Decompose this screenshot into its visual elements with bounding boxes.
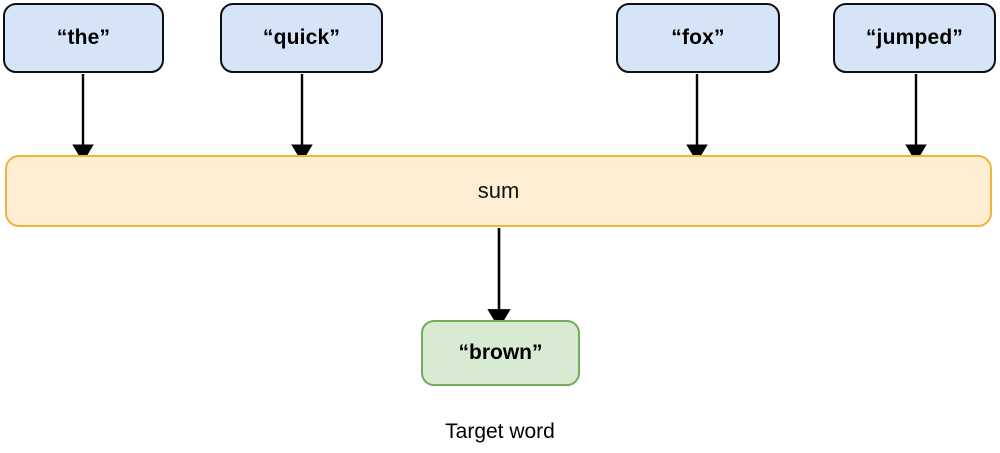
context-word-label: “jumped” [865,26,964,49]
context-word-box-fox[interactable]: “fox” [616,3,780,73]
context-word-box-the[interactable]: “the” [3,3,164,73]
target-word-box[interactable]: “brown” [421,320,580,386]
context-word-label: “the” [56,26,111,49]
context-word-box-quick[interactable]: “quick” [220,3,383,73]
context-word-box-jumped[interactable]: “jumped” [833,3,996,73]
sum-label: sum [477,178,520,203]
context-word-label: “fox” [671,26,725,49]
sum-box[interactable]: sum [5,155,992,227]
target-word-label: “brown” [458,341,543,364]
target-word-caption: Target word [445,420,555,443]
context-word-label: “quick” [262,26,341,49]
